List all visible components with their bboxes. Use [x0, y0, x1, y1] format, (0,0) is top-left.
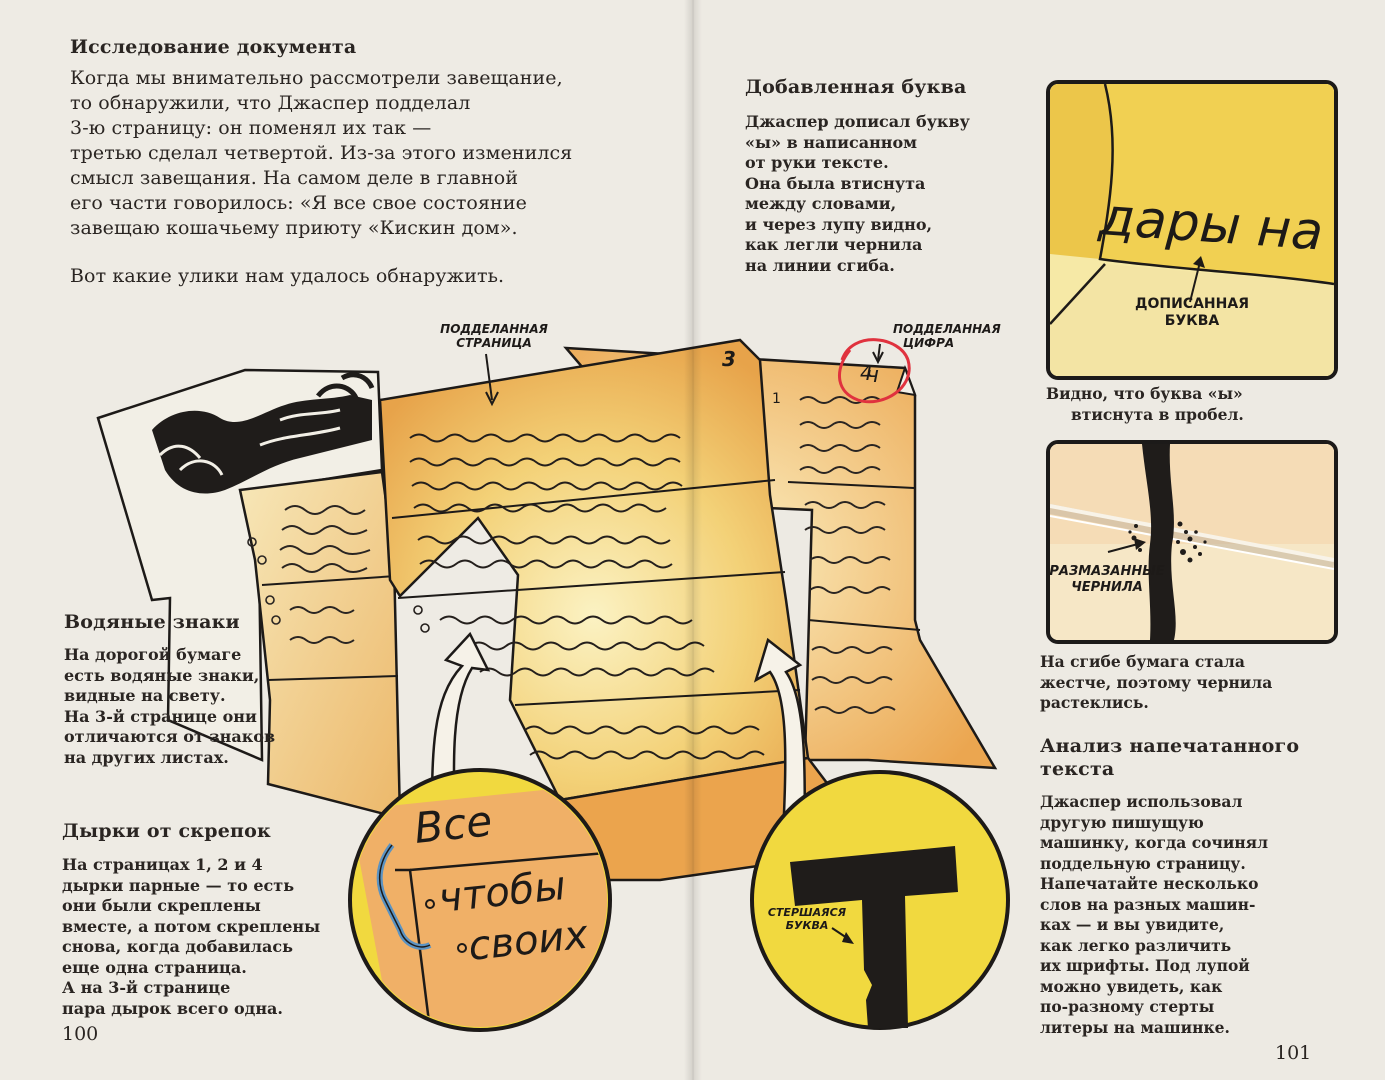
- clues-line: Вот какие улики нам удалось обнаружить.: [70, 265, 505, 287]
- magnifier-left: Все чтобы своих: [348, 768, 612, 1032]
- smudged-ink-caption: На сгибе бумага стала жестче, поэтому че…: [1040, 652, 1272, 714]
- holes-line: На страницах 1, 2 и 4: [62, 855, 263, 874]
- added-letter-caption: Видно, что буква «ы» втиснута в пробел.: [1046, 384, 1244, 425]
- watermarks-line: на других листах.: [64, 747, 229, 767]
- holes-line: еще одна страница.: [62, 957, 247, 977]
- label-forged-page-line: СТРАНИЦА: [456, 336, 532, 350]
- smudged-ink-label: РАЗМАЗАННЫЕ ЧЕРНИЛА: [1049, 564, 1172, 596]
- label-forged-page: ПОДДЕЛАННАЯ СТРАНИЦА: [424, 322, 564, 350]
- typed-text-line: как легко различить: [1040, 935, 1232, 955]
- typed-text-line: можно увидеть, как: [1040, 976, 1223, 996]
- typed-text-line: литеры на машинке.: [1040, 1017, 1230, 1037]
- label-forged-page-line: ПОДДЕЛАННАЯ: [440, 322, 548, 336]
- holes-line: дырки парные — то есть: [62, 875, 295, 895]
- holes-heading: Дырки от скрепок: [62, 820, 271, 842]
- forged-digit-marker: ч: [838, 338, 911, 404]
- smudged-ink-caption-line: жестче, поэтому чернила: [1040, 672, 1273, 692]
- intro-line: 3-ю страницу: он поменял их так —: [70, 117, 432, 139]
- label-forged-digit-line: ПОДДЕЛАННАЯ: [893, 322, 1001, 336]
- added-letter-label: ДОПИСАННАЯ БУКВА: [1050, 296, 1334, 330]
- holes-line: пара дырок всего одна.: [62, 998, 283, 1018]
- watermarks-heading: Водяные знаки: [64, 611, 240, 633]
- label-forged-digit: ПОДДЕЛАННАЯ ЦИФРА: [893, 322, 1033, 350]
- added-letter-line: и через лупу видно,: [745, 214, 933, 234]
- added-letter-line: на линии сгиба.: [745, 255, 895, 275]
- intro-line: третью сделал четвертой. Из-за этого изм…: [70, 142, 573, 164]
- label-worn-letter: СТЕРШАЯСЯ БУКВА: [762, 906, 852, 932]
- smudged-ink-closeup: РАЗМАЗАННЫЕ ЧЕРНИЛА: [1046, 440, 1338, 644]
- watermarks-text: На дорогой бумаге есть водяные знаки, ви…: [64, 645, 275, 768]
- typed-text-heading: Анализ напечатанного текста: [1040, 735, 1299, 781]
- book-gutter: [684, 0, 702, 1080]
- smudged-ink-caption-line: На сгибе бумага стала: [1040, 652, 1245, 671]
- added-letter-label-line: ДОПИСАННАЯ: [1135, 296, 1249, 312]
- added-letter-caption-line: Видно, что буква «ы»: [1046, 384, 1243, 403]
- holes-text: На страницах 1, 2 и 4 дырки парные — то …: [62, 855, 320, 1019]
- worn-letter-shape: [790, 846, 958, 1028]
- magnifier-right: [750, 770, 1010, 1030]
- typed-text-line: ках — и вы увидите,: [1040, 915, 1225, 934]
- page-number-left: 100: [62, 1023, 99, 1045]
- watermarks-line: видные на свету.: [64, 686, 226, 705]
- magnifier-word-1: Все: [412, 796, 494, 853]
- added-letter-line: как легли чернила: [745, 235, 923, 254]
- forged-sheet: 3: [378, 338, 810, 802]
- smudged-ink-label-line: ЧЕРНИЛА: [1071, 580, 1143, 595]
- watermarks-line: На 3-й странице они: [64, 706, 257, 726]
- typed-text-line: их шрифты. Под лупой: [1040, 956, 1250, 975]
- intro-line: смысл завещания. На самом деле в главной: [70, 167, 519, 189]
- smudged-ink-label-line: РАЗМАЗАННЫЕ: [1049, 564, 1165, 579]
- typed-text-body: Джаспер использовал другую пишущую машин…: [1040, 792, 1268, 1038]
- intro-line: завещаю кошачьему приюту «Кискин дом».: [70, 217, 518, 239]
- typed-text-heading-line: Анализ напечатанного: [1040, 735, 1300, 757]
- typed-text-line: слов на разных машин-: [1040, 894, 1256, 914]
- label-worn-letter-line: БУКВА: [785, 919, 829, 932]
- added-letter-caption-line: втиснута в пробел.: [1071, 404, 1244, 424]
- typed-text-line: поддельную страницу.: [1040, 853, 1246, 873]
- typed-text-line: другую пишущую: [1040, 812, 1204, 832]
- added-letter-closeup: дары на ДОПИСАННАЯ БУКВА: [1046, 80, 1338, 380]
- added-letter-label-line: БУКВА: [1164, 313, 1220, 329]
- added-letter-line: Она была втиснута: [745, 173, 926, 193]
- added-letter-text: Джаспер дописал букву «ы» в написанном о…: [745, 112, 970, 276]
- holes-line: они были скреплены: [62, 896, 261, 915]
- typed-text-line: Джаспер использовал: [1040, 792, 1243, 811]
- page-number-right: 101: [1275, 1042, 1312, 1064]
- added-letter-line: от руки тексте.: [745, 153, 889, 172]
- smudged-ink-caption-line: растеклись.: [1040, 693, 1149, 712]
- page-three-number: 3: [722, 347, 736, 371]
- holes-line: снова, когда добавилась: [62, 937, 293, 956]
- watermarks-line: отличаются от знаков: [64, 727, 276, 746]
- typed-text-line: Напечатайте несколько: [1040, 874, 1259, 893]
- typed-text-heading-line: текста: [1040, 758, 1115, 780]
- intro-line: его части говорилось: «Я все свое состоя…: [70, 192, 527, 214]
- added-letter-heading: Добавленная буква: [745, 76, 967, 98]
- added-letter-line: между словами,: [745, 194, 897, 213]
- intro-line: то обнаружили, что Джаспер подделал: [70, 92, 471, 114]
- sheet-left: [96, 368, 384, 762]
- forged-digit: ч: [866, 363, 879, 388]
- holes-line: вместе, а потом скреплены: [62, 916, 321, 936]
- label-worn-letter-line: СТЕРШАЯСЯ: [767, 906, 847, 919]
- intro-line: Когда мы внимательно рассмотрели завещан…: [70, 67, 563, 89]
- smudged-ink-closeup-art: [1050, 444, 1334, 640]
- added-letter-line: Джаспер дописал букву: [745, 112, 970, 131]
- watermarks-line: На дорогой бумаге: [64, 645, 242, 664]
- typed-text-line: машинку, когда сочинял: [1040, 833, 1269, 852]
- page-four-number: 4: [860, 361, 873, 385]
- page-four-stroke: 1: [772, 391, 781, 407]
- added-letter-closeup-art: дары на: [1050, 84, 1334, 376]
- holes-line: А на 3-й странице: [62, 978, 231, 997]
- intro-paragraph: Когда мы внимательно рассмотрели завещан…: [70, 66, 572, 241]
- watermarks-line: есть водяные знаки,: [64, 665, 260, 685]
- added-letter-line: «ы» в написанном: [745, 132, 918, 152]
- page-title: Исследование документа: [70, 36, 357, 58]
- label-forged-digit-line: ЦИФРА: [903, 336, 955, 350]
- typed-text-line: по-разному стерты: [1040, 997, 1215, 1016]
